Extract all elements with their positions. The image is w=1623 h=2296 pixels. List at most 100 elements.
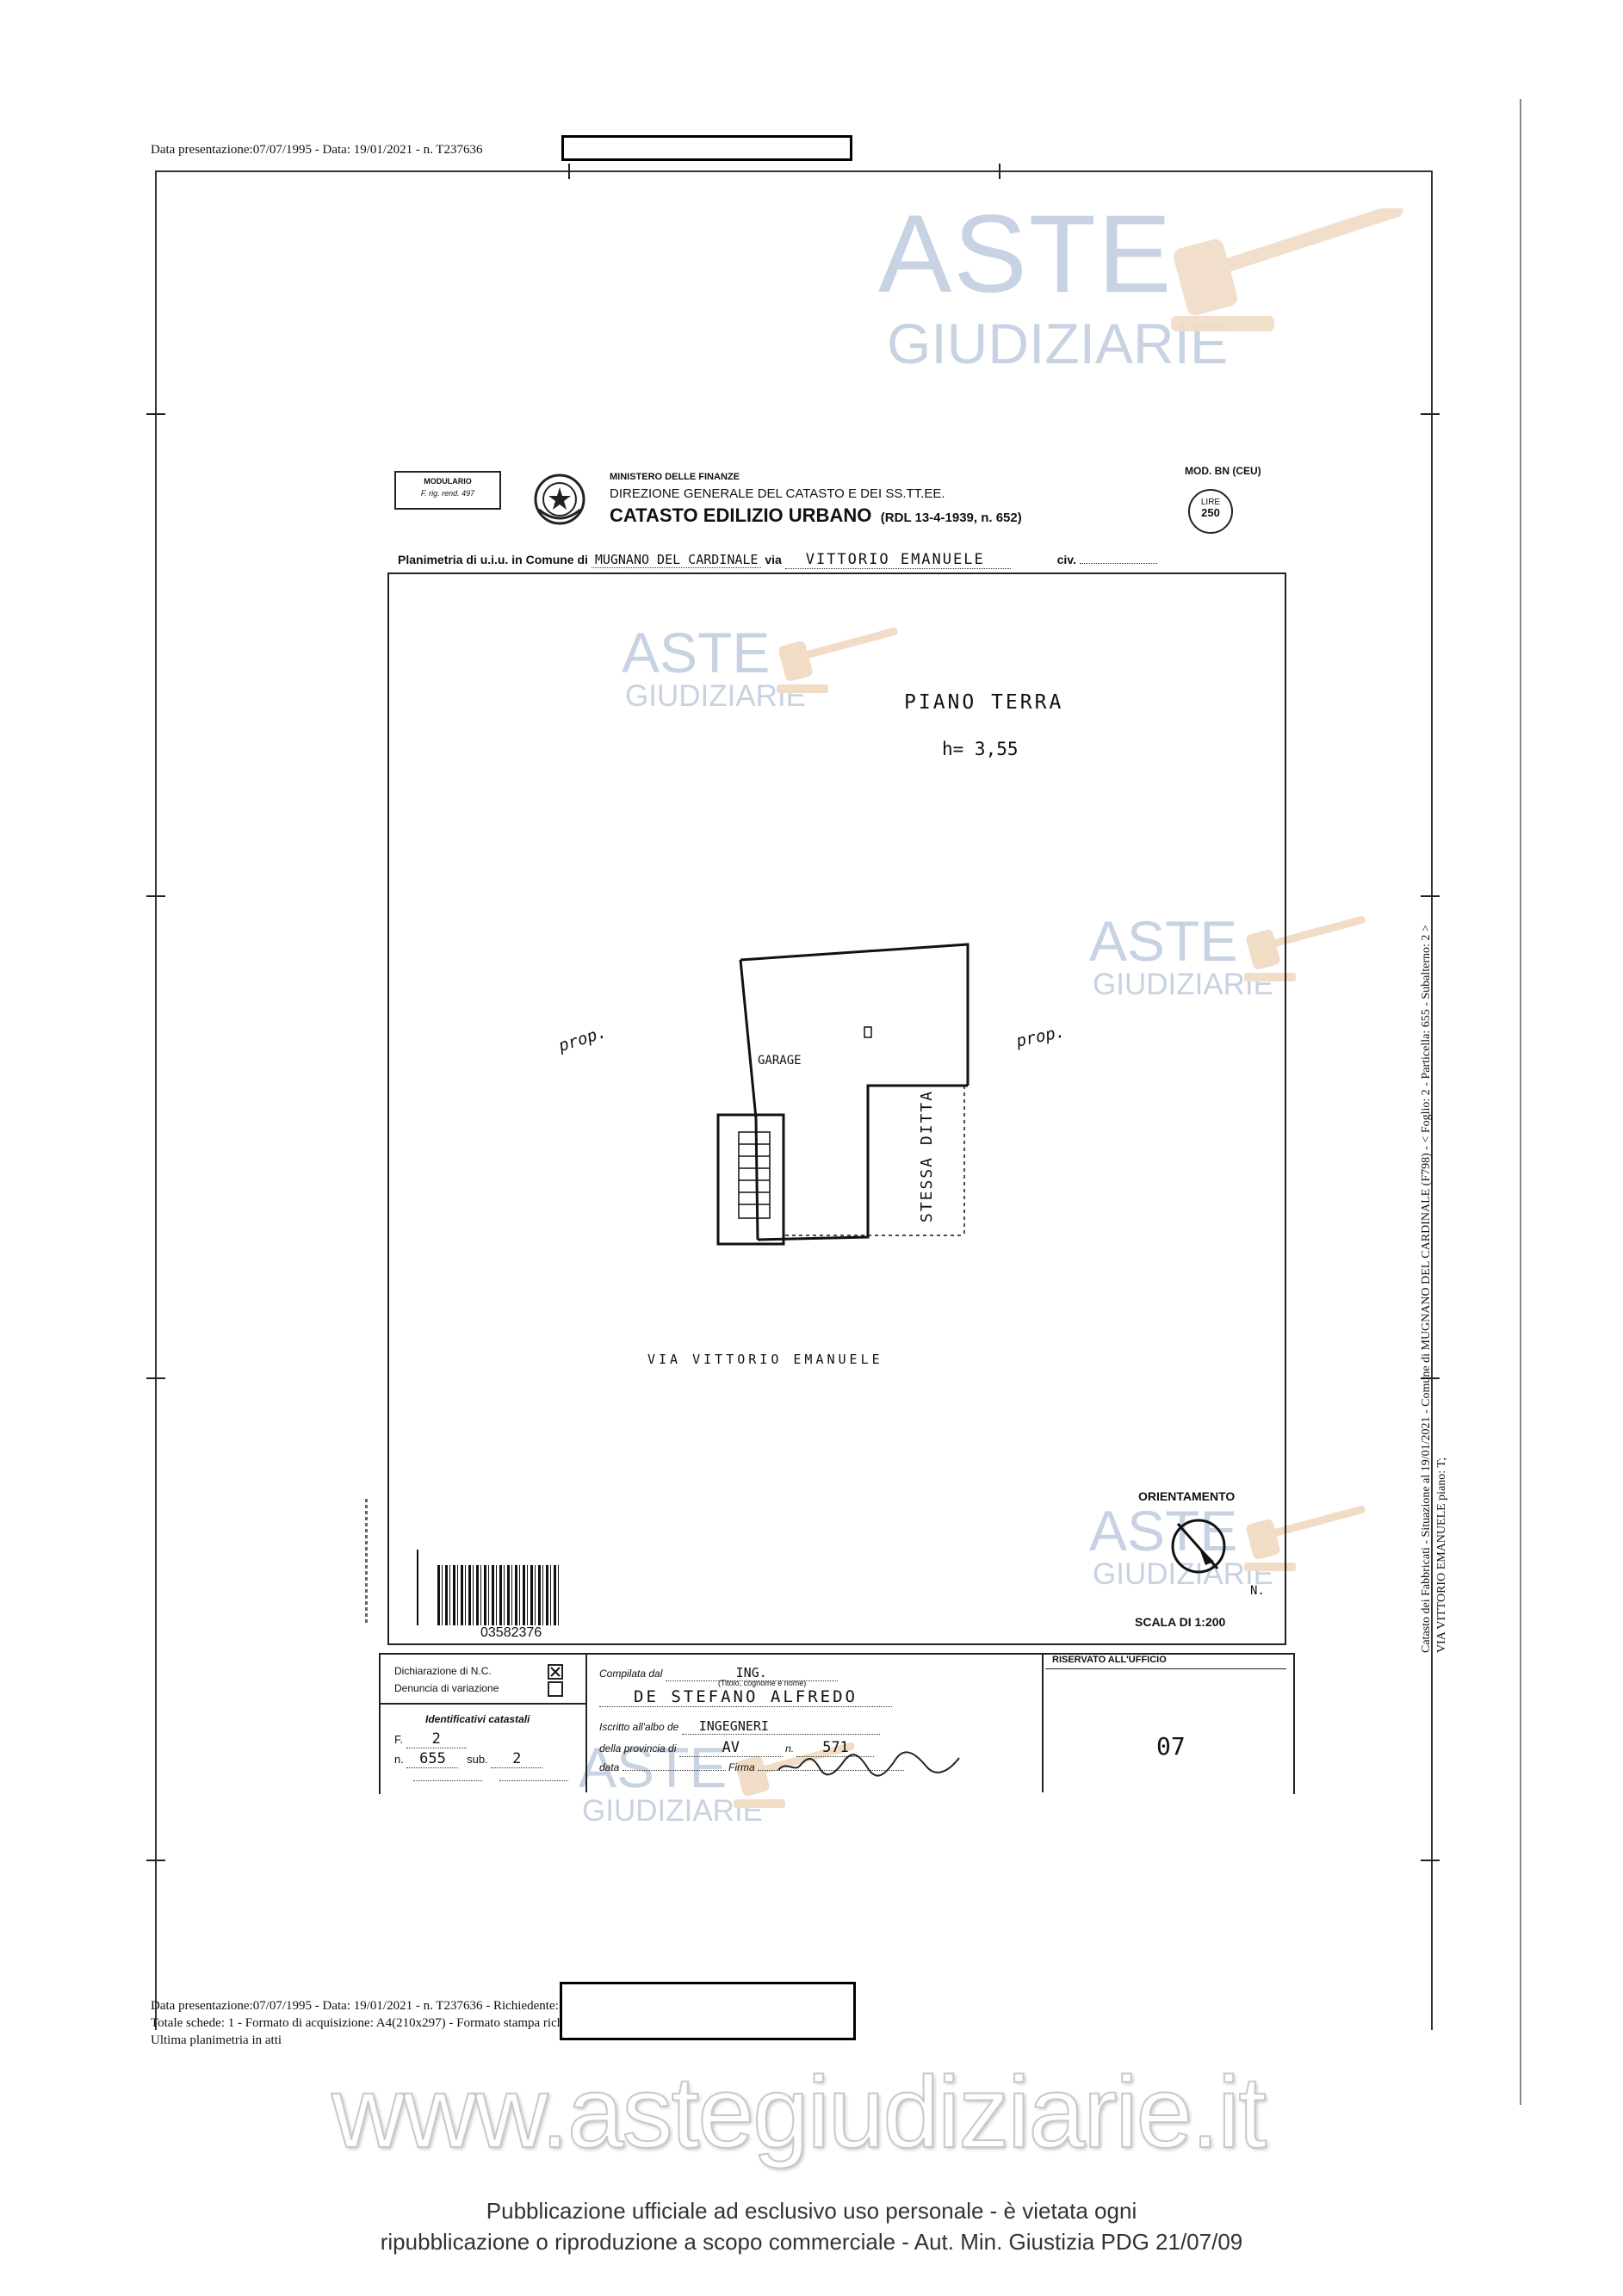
denuncia-checkbox[interactable] — [548, 1681, 563, 1697]
foglio-value: 2 — [406, 1730, 467, 1748]
drawing-area — [387, 572, 1286, 1645]
particella-label: n. — [394, 1753, 404, 1766]
aste-watermark: ASTE GIUDIZIARIE — [579, 1739, 863, 1842]
presentation-header: Data presentazione:07/07/1995 - Data: 19… — [151, 143, 483, 157]
aste-watermark-subtitle: GIUDIZIARIE — [1093, 968, 1274, 1001]
foglio-row: F. 2 — [394, 1730, 467, 1748]
sub-value: 2 — [491, 1750, 543, 1768]
signature — [777, 1751, 960, 1777]
aste-watermark-title: ASTE — [1089, 1499, 1238, 1563]
check-icon — [550, 1667, 561, 1677]
form-footer-divider — [585, 1653, 587, 1792]
foglio-label: F. — [394, 1733, 404, 1746]
side-line-1: Catasto dei Fabbricati - Situazione al 1… — [1420, 925, 1433, 1653]
aste-watermark-subtitle: GIUDIZIARIE — [582, 1794, 764, 1828]
side-cadastral-text: Catasto dei Fabbricati - Situazione al 1… — [1419, 925, 1450, 1653]
tick-mark — [146, 895, 165, 897]
mod-label: MOD. BN (CEU) — [1185, 465, 1261, 477]
barcode-number: 03582376 — [480, 1625, 542, 1640]
street-label: VIA VITTORIO EMANUELE — [647, 1352, 883, 1367]
altezza-label: h= 3,55 — [942, 739, 1019, 759]
tick-mark — [146, 1860, 165, 1861]
civ-label: civ. — [1056, 553, 1076, 566]
lire-value: 250 — [1201, 506, 1220, 519]
sub-label: sub. — [467, 1753, 488, 1766]
comune-value: MUGNANO DEL CARDINALE — [591, 552, 762, 568]
lire-badge: LIRE 250 — [1188, 489, 1233, 534]
via-label: via — [765, 553, 782, 566]
stessa-ditta-label: STESSA DITTA — [918, 1089, 936, 1222]
north-label: N. — [1250, 1584, 1265, 1598]
orientamento-label: ORIENTAMENTO — [1138, 1489, 1236, 1503]
right-page-edge — [1520, 99, 1521, 2105]
bottom-line-1: Data presentazione:07/07/1995 - Data: 19… — [151, 1999, 619, 2013]
provincia-value: AV — [678, 1739, 783, 1757]
office-mark: 07 — [1156, 1732, 1186, 1761]
denuncia-label: Denuncia di variazione — [394, 1682, 499, 1694]
iscritto-row: Iscritto all'albo de INGEGNERI — [599, 1718, 880, 1735]
site-watermark: www.astegiudiziarie.it — [331, 2055, 1267, 2170]
publication-line-2: ripubblicazione o riproduzione a scopo c… — [380, 2229, 1243, 2255]
lire-label: LIRE — [1200, 498, 1221, 507]
riservato-label: RISERVATO ALL'UFFICIO — [1052, 1655, 1167, 1665]
ministero-text: MINISTERO DELLE FINANZE — [610, 472, 740, 482]
tick-mark — [1421, 895, 1440, 897]
aste-watermark-title: ASTE — [622, 621, 771, 684]
dichiarazione-checkbox[interactable] — [548, 1664, 563, 1680]
compilata-label: Compilata dal — [599, 1668, 663, 1680]
particella-value: 655 — [406, 1750, 459, 1768]
rdl-text: (RDL 13-4-1939, n. 652) — [880, 511, 1022, 525]
tick-mark — [1421, 1377, 1440, 1379]
outer-frame — [155, 170, 1433, 2030]
side-line-2: VIA VITTORIO EMANUELE piano: T; — [1435, 1457, 1448, 1653]
scale-label: SCALA DI 1:200 — [1135, 1615, 1226, 1629]
republic-emblem-icon — [534, 473, 585, 525]
aste-watermark: ASTE GIUDIZIARIE — [622, 624, 906, 727]
vertical-print-ref — [365, 1498, 368, 1623]
compilata-row: Compilata dal ING. — [599, 1665, 838, 1681]
aste-watermark-title: ASTE — [1089, 909, 1238, 973]
modulario-ref: F. rig. rend. 497 — [420, 489, 475, 498]
firma-label: Firma — [728, 1761, 755, 1773]
catasto-name: CATASTO EDILIZIO URBANO — [610, 504, 872, 526]
form-footer-frame — [379, 1653, 1295, 1794]
via-value: VITTORIO EMANUELE — [784, 551, 1011, 569]
aste-watermark: ASTE GIUDIZIARIE — [878, 200, 1429, 389]
identificativi-label: Identificativi catastali — [425, 1713, 530, 1725]
numero-label: n. — [785, 1742, 795, 1754]
planimetria-label: Planimetria di u.i.u. in Comune di — [398, 553, 588, 566]
empty-dotted-line — [499, 1780, 568, 1781]
data-label: data — [599, 1761, 620, 1773]
floor-plan — [716, 943, 969, 1246]
piano-label: PIANO TERRA — [904, 691, 1064, 714]
compiler-name: DE STEFANO ALFREDO — [599, 1687, 892, 1707]
modulario-label: MODULARIO — [424, 477, 472, 486]
publication-notice: Pubblicazione ufficiale ad esclusivo uso… — [0, 2195, 1623, 2257]
gavel-icon — [1244, 916, 1366, 981]
gavel-icon — [777, 628, 898, 693]
barcode-stub — [417, 1550, 425, 1625]
tick-mark — [1421, 1860, 1440, 1861]
modulario-box: MODULARIO F. rig. rend. 497 — [394, 471, 501, 510]
bottom-line-3: Ultima planimetria in atti — [151, 2033, 282, 2047]
redaction-box — [560, 1982, 856, 2040]
gavel-icon — [1171, 208, 1403, 331]
aste-watermark: ASTE GIUDIZIARIE — [1089, 1502, 1373, 1606]
aste-watermark-title: ASTE — [579, 1736, 728, 1799]
tick-mark — [146, 413, 165, 415]
barcode — [437, 1565, 561, 1625]
numero-value: 571 — [796, 1739, 875, 1757]
tick-mark — [1421, 413, 1440, 415]
iscritto-value: INGEGNERI — [681, 1718, 880, 1735]
catasto-title: CATASTO EDILIZIO URBANO (RDL 13-4-1939, … — [610, 504, 1022, 527]
garage-label: GARAGE — [758, 1054, 802, 1068]
aste-watermark-subtitle: GIUDIZIARIE — [1093, 1557, 1274, 1591]
empty-dotted-line — [413, 1780, 482, 1781]
aste-watermark-title: ASTE — [878, 193, 1174, 316]
data-dots — [622, 1770, 726, 1771]
tick-mark — [568, 164, 570, 179]
publication-line-1: Pubblicazione ufficiale ad esclusivo uso… — [486, 2198, 1137, 2224]
form-footer-divider — [379, 1703, 585, 1705]
bottom-line-2: Totale schede: 1 - Formato di acquisizio… — [151, 2016, 664, 2030]
titolo-hint: (Titolo, cognome e nome) — [718, 1679, 807, 1687]
